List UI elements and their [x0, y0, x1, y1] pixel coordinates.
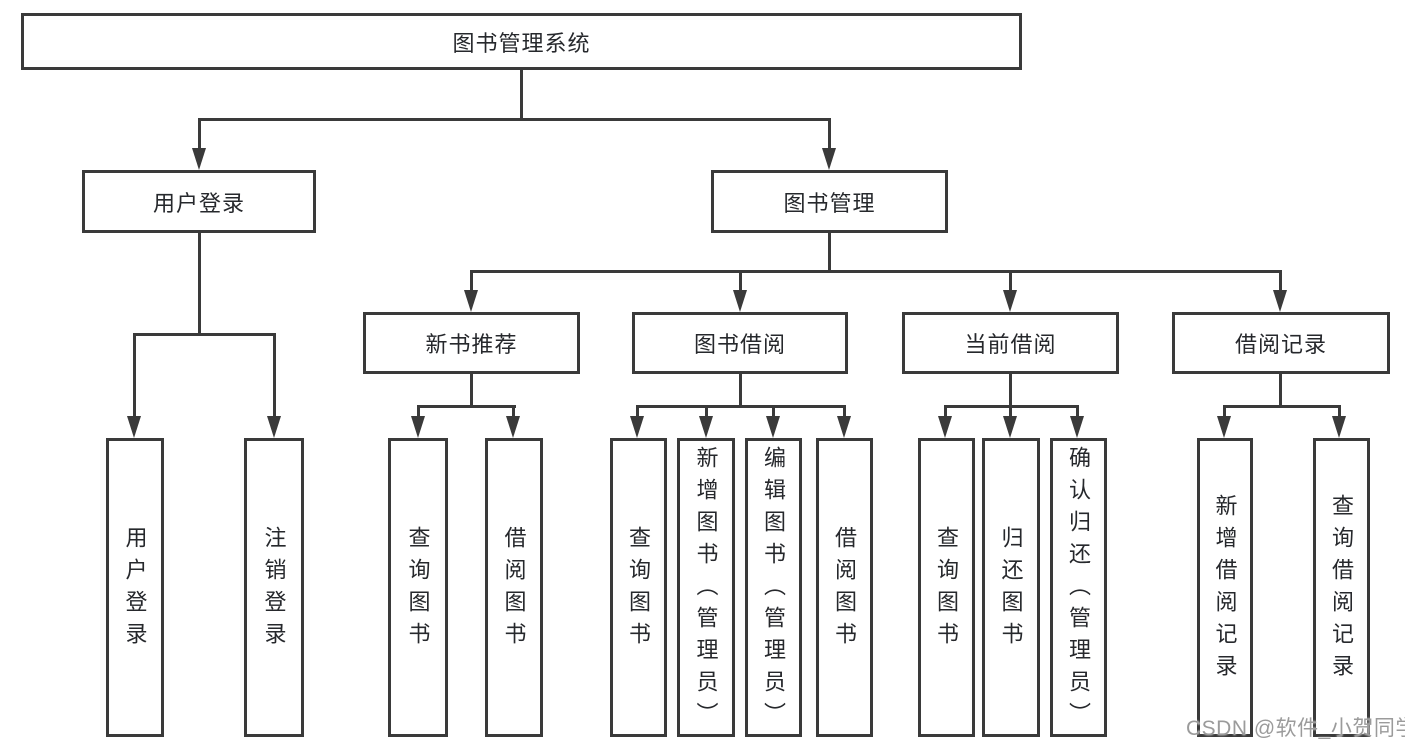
arrow-down-icon [506, 416, 520, 438]
connector-line [198, 233, 201, 336]
connector-line [1279, 374, 1282, 408]
arrow-down-icon [822, 148, 836, 170]
arrow-down-icon [630, 416, 644, 438]
connector-line [843, 405, 846, 418]
arrow-down-icon [1332, 416, 1346, 438]
node-root-library-system: 图书管理系统 [21, 13, 1022, 70]
arrow-down-icon [411, 416, 425, 438]
connector-line [520, 70, 523, 120]
connector-line [133, 333, 136, 418]
connector-line [1009, 405, 1012, 418]
connector-line [739, 270, 742, 292]
node-book-management: 图书管理 [711, 170, 948, 233]
arrow-down-icon [733, 290, 747, 312]
connector-line [705, 405, 708, 418]
leaf-logout: 注销登录 [244, 438, 304, 737]
connector-line [1223, 405, 1226, 418]
connector-line [1279, 270, 1282, 292]
leaf-borrow-books: 借阅图书 [816, 438, 873, 737]
connector-line [470, 270, 473, 292]
connector-line [1338, 405, 1341, 418]
connector-line [1009, 270, 1012, 292]
connector-line [772, 405, 775, 418]
arrow-down-icon [1217, 416, 1231, 438]
connector-line [739, 374, 742, 408]
connector-line [470, 270, 1282, 273]
node-new-book-recommend: 新书推荐 [363, 312, 580, 374]
arrow-down-icon [1003, 416, 1017, 438]
arrow-down-icon [1003, 290, 1017, 312]
connector-line [417, 405, 420, 418]
connector-line [636, 405, 639, 418]
leaf-return-books: 归还图书 [982, 438, 1040, 737]
connector-line [944, 405, 947, 418]
connector-line [470, 374, 473, 408]
connector-line [1223, 405, 1341, 408]
node-borrow-records: 借阅记录 [1172, 312, 1390, 374]
arrow-down-icon [837, 416, 851, 438]
leaf-borrow-books-recommend: 借阅图书 [485, 438, 543, 737]
arrow-down-icon [699, 416, 713, 438]
leaf-add-borrow-record: 新增借阅记录 [1197, 438, 1253, 737]
arrow-down-icon [766, 416, 780, 438]
node-book-borrow: 图书借阅 [632, 312, 848, 374]
arrow-down-icon [464, 290, 478, 312]
leaf-confirm-return-admin: 确认归还（管理员） [1050, 438, 1107, 737]
arrow-down-icon [192, 148, 206, 170]
connector-line [198, 118, 201, 151]
connector-line [133, 333, 276, 336]
csdn-watermark: CSDN @软件_小贺同学 [1186, 717, 1405, 740]
arrow-down-icon [1070, 416, 1084, 438]
arrow-down-icon [127, 416, 141, 438]
connector-line [636, 405, 846, 408]
node-user-login: 用户登录 [82, 170, 316, 233]
connector-line [417, 405, 516, 408]
node-current-borrow: 当前借阅 [902, 312, 1119, 374]
arrow-down-icon [267, 416, 281, 438]
connector-line [828, 233, 831, 273]
leaf-query-books-recommend: 查询图书 [388, 438, 448, 737]
leaf-query-current-books: 查询图书 [918, 438, 975, 737]
arrow-down-icon [1273, 290, 1287, 312]
leaf-query-borrow-record: 查询借阅记录 [1313, 438, 1370, 737]
connector-line [198, 118, 831, 121]
connector-line [512, 405, 515, 418]
connector-line [828, 118, 831, 151]
connector-line [1076, 405, 1079, 418]
connector-line [1009, 374, 1012, 408]
arrow-down-icon [938, 416, 952, 438]
leaf-query-books: 查询图书 [610, 438, 667, 737]
leaf-add-books-admin: 新增图书（管理员） [677, 438, 735, 737]
leaf-user-login: 用户登录 [106, 438, 164, 737]
connector-line [273, 333, 276, 418]
leaf-edit-books-admin: 编辑图书（管理员） [745, 438, 802, 737]
